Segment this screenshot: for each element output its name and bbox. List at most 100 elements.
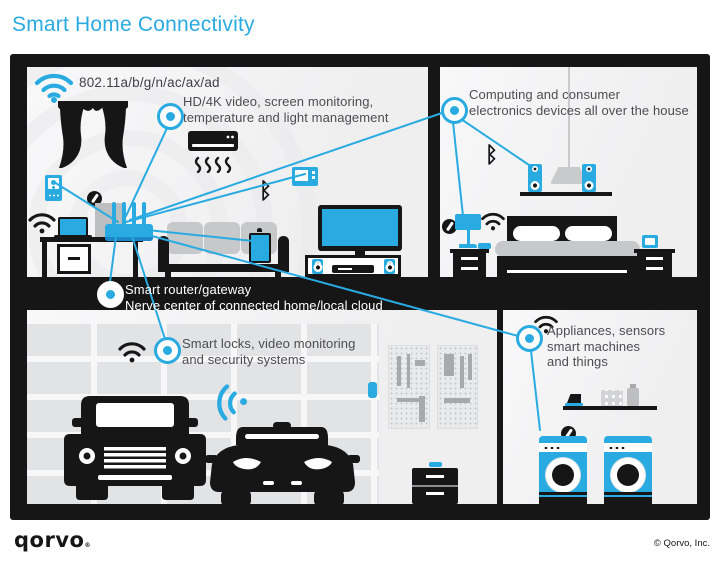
tool-cabinet: [412, 468, 458, 504]
sofa-seat: [158, 264, 289, 272]
smart-clock-icon: [642, 235, 658, 248]
page-title: Smart Home Connectivity: [12, 13, 255, 36]
logo-text: Qorvo: [14, 528, 85, 552]
bedside-lamp-base: [459, 244, 477, 248]
label-line: temperature and light management: [183, 109, 389, 125]
wifi-icon-black: [534, 315, 558, 334]
router-antenna: [142, 202, 146, 226]
tool-shape: [419, 396, 425, 422]
drawer-handle: [68, 257, 80, 260]
bedside-lamp-stem: [467, 230, 470, 244]
wifi-icon-black: [118, 342, 146, 363]
router-antenna: [132, 202, 136, 226]
media-player-icon: [332, 265, 374, 273]
sofa-cushion: [204, 222, 240, 254]
tool-shape: [397, 398, 421, 402]
washing-machine-icon: [604, 436, 652, 504]
car-signal-icon: [217, 384, 248, 421]
phone-on-cabinet-icon: [429, 462, 442, 467]
router-antenna: [112, 202, 116, 226]
callout-living: [157, 103, 184, 130]
wall-shelf: [520, 192, 612, 196]
wifi-standard-label: 802.11a/b/g/n/ac/ax/ad: [79, 75, 220, 90]
wall-sensor-icon: [368, 382, 377, 398]
speaker-icon: [528, 164, 542, 192]
detergent-pods-box: [601, 390, 623, 406]
pillow: [565, 226, 612, 241]
washer-panel: [539, 443, 587, 452]
tablet-icon: [249, 228, 271, 263]
suv-truck: [64, 396, 206, 500]
label-line: and security systems: [182, 351, 306, 367]
diagram-frame: 802.11a/b/g/n/ac/ax/ad: [10, 54, 710, 520]
drawer-handle: [461, 267, 478, 270]
ceiling-lamp-wire: [568, 67, 570, 168]
label-line: smart machines: [547, 338, 641, 354]
panel-screen: [48, 178, 59, 189]
qorvo-logo: Qorvo®: [14, 528, 91, 552]
label-router: Smart router/gateway Nerve center of con…: [125, 282, 383, 313]
label-line: HD/4K video, screen monitoring,: [183, 94, 374, 109]
label-living: HD/4K video, screen monitoring, temperat…: [183, 94, 389, 125]
pegboard-tools: [437, 345, 478, 429]
sofa-leg: [275, 270, 281, 277]
speaker-icon: [312, 259, 323, 274]
bed-mattress: [495, 241, 640, 257]
iron-icon: [567, 394, 581, 403]
desk: [40, 237, 143, 242]
copyright-text: © Qorvo, Inc.: [653, 538, 710, 549]
tool-shape: [468, 354, 472, 380]
tool-shape: [444, 354, 454, 376]
drawer-handle: [425, 492, 445, 495]
bluetooth-icon: ᛒ: [259, 179, 273, 204]
label-garage: Smart locks, video monitoring and securi…: [182, 336, 355, 367]
panel-keys: [48, 194, 59, 197]
bed-base-slit: [507, 270, 627, 273]
label-line: Computing and consumer: [469, 87, 621, 102]
label-line: Smart locks, video monitoring: [182, 336, 356, 351]
drawer-handle: [645, 257, 664, 260]
tv-icon: [318, 205, 402, 251]
wifi-icon-black: [481, 212, 505, 231]
trademark-symbol: ®: [84, 542, 91, 549]
label-line: Nerve center of connected home/local clo…: [125, 297, 383, 313]
window-curtains: [58, 101, 128, 168]
washer-door: [611, 458, 645, 492]
washer-foot: [539, 497, 587, 504]
label-laundry: Appliances, sensors smart machines and t…: [547, 323, 665, 370]
label-line: Smart router/gateway: [125, 282, 252, 297]
drawer-handle: [645, 267, 664, 270]
pegboard-tools: [388, 345, 430, 429]
label-line: electronics devices all over the house: [469, 102, 689, 118]
sofa-cushion: [167, 222, 203, 254]
air-conditioner-icon: [188, 131, 238, 173]
drawer-handle: [461, 257, 478, 260]
ceiling-lamp: [550, 167, 588, 184]
washer-foot: [604, 497, 652, 504]
desk-leg: [42, 242, 47, 277]
speaker-icon: [582, 164, 596, 192]
tool-shape: [397, 356, 401, 386]
smart-display-icon: [292, 167, 318, 186]
sports-car: [205, 422, 360, 504]
drawer-handle: [425, 475, 445, 478]
washer-door: [546, 458, 580, 492]
callout-router: [97, 281, 124, 308]
laundry-room: [503, 310, 697, 504]
desk-leg: [133, 242, 138, 277]
nightstand: [634, 249, 675, 277]
label-bedroom: Computing and consumer electronics devic…: [469, 87, 689, 118]
washer-stripe: [539, 492, 587, 495]
desk-drawer: [57, 244, 91, 274]
iron-base: [565, 403, 583, 406]
callout-laundry: [516, 325, 543, 352]
wifi-icon-black: [28, 213, 56, 234]
nightstand: [450, 249, 489, 277]
callout-garage: [154, 337, 181, 364]
pillow: [513, 226, 560, 241]
garage: [27, 310, 497, 504]
sofa-leg: [165, 270, 171, 277]
bed-base: [497, 256, 637, 277]
tool-shape: [407, 354, 410, 388]
smart-wall-panel-icon: [45, 175, 62, 201]
